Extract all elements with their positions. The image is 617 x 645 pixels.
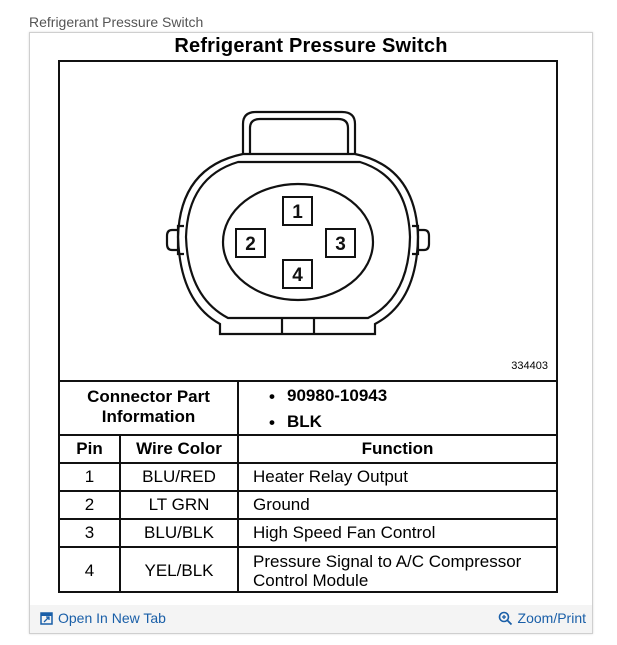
- connector-drawing: 1 2 3 4: [165, 110, 431, 336]
- pin-label-3: 3: [335, 234, 346, 255]
- table-divider: [60, 434, 556, 436]
- row-1-wire-color: BLU/RED: [142, 467, 216, 486]
- bullet-icon: •: [269, 387, 275, 406]
- header-wire-color: Wire Color: [136, 439, 222, 458]
- table-divider: [60, 518, 556, 520]
- page-caption: Refrigerant Pressure Switch: [29, 14, 204, 30]
- table-divider: [60, 490, 556, 492]
- external-tab-icon: [40, 611, 53, 625]
- row-4-function: Pressure Signal to A/C Compressor Contro…: [253, 548, 521, 593]
- pin-box-3: [325, 228, 356, 258]
- pin-label-2: 2: [245, 234, 256, 255]
- open-in-new-tab-label: Open In New Tab: [58, 610, 166, 626]
- connector-part-number: 90980-10943: [287, 386, 388, 405]
- row-2-wire-color: LT GRN: [148, 495, 210, 514]
- zoom-icon: [498, 611, 512, 625]
- diagram-frame: Refrigerant Pressure Switch: [29, 32, 593, 634]
- table-col-divider: [237, 380, 239, 593]
- row-4-function-line1: Pressure Signal to A/C Compressor: [253, 551, 522, 571]
- row-4-wire-color: YEL/BLK: [144, 560, 214, 580]
- row-4-pin: 4: [84, 560, 95, 580]
- connector-info-label: Connector Part Information: [60, 382, 237, 432]
- table-top-border: [60, 380, 556, 382]
- connector-color: BLK: [287, 412, 322, 431]
- row-3-function: High Speed Fan Control: [253, 523, 436, 542]
- footer-bar: Open In New Tab Zoom/Print: [30, 605, 592, 633]
- zoom-print-label: Zoom/Print: [517, 610, 586, 626]
- open-in-new-tab-link[interactable]: Open In New Tab: [40, 610, 166, 626]
- pin-box-4: [282, 259, 313, 289]
- row-3-pin: 3: [84, 523, 95, 542]
- row-3-wire-color: BLU/BLK: [144, 523, 214, 542]
- row-1-function: Heater Relay Output: [253, 467, 408, 486]
- pin-box-2: [235, 228, 266, 258]
- diagram-panel: 1 2 3 4 334403 Connector Part Informatio…: [58, 60, 558, 593]
- pin-label-1: 1: [292, 202, 303, 223]
- pin-box-1: [282, 196, 313, 226]
- connector-info-label-line2: Information: [101, 407, 196, 426]
- row-4-function-line2: Control Module: [253, 570, 369, 590]
- row-2-function: Ground: [253, 495, 310, 514]
- header-pin: Pin: [76, 439, 103, 458]
- row-2-pin: 2: [84, 495, 95, 514]
- table-col-divider: [119, 434, 121, 593]
- header-function: Function: [361, 439, 434, 458]
- connector-info-label-line1: Connector Part: [87, 387, 210, 406]
- zoom-print-link[interactable]: Zoom/Print: [498, 610, 586, 626]
- row-1-pin: 1: [84, 467, 95, 486]
- table-divider: [60, 462, 556, 464]
- bullet-icon: •: [269, 413, 275, 432]
- table-divider: [60, 546, 556, 548]
- figure-number: 334403: [511, 360, 548, 372]
- diagram-title: Refrigerant Pressure Switch: [174, 35, 448, 57]
- pin-label-4: 4: [292, 265, 303, 286]
